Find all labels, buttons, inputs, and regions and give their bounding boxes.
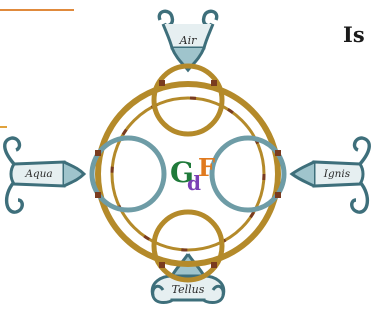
scroll-right-ignis: Ignis: [292, 138, 369, 212]
scroll-top-air: Air: [159, 11, 216, 70]
left-blue-ring: [92, 138, 164, 210]
label-ignis: Ignis: [323, 168, 351, 180]
scroll-left-aqua: Aqua: [5, 138, 84, 212]
gdf-monogram: G d F: [170, 153, 215, 195]
label-aqua: Aqua: [24, 168, 52, 180]
label-tellus: Tellus: [172, 283, 205, 296]
label-air: Air: [179, 34, 197, 47]
monogram-f: F: [198, 153, 215, 182]
top-gold-ring: [154, 66, 222, 134]
right-blue-ring: [212, 138, 284, 210]
